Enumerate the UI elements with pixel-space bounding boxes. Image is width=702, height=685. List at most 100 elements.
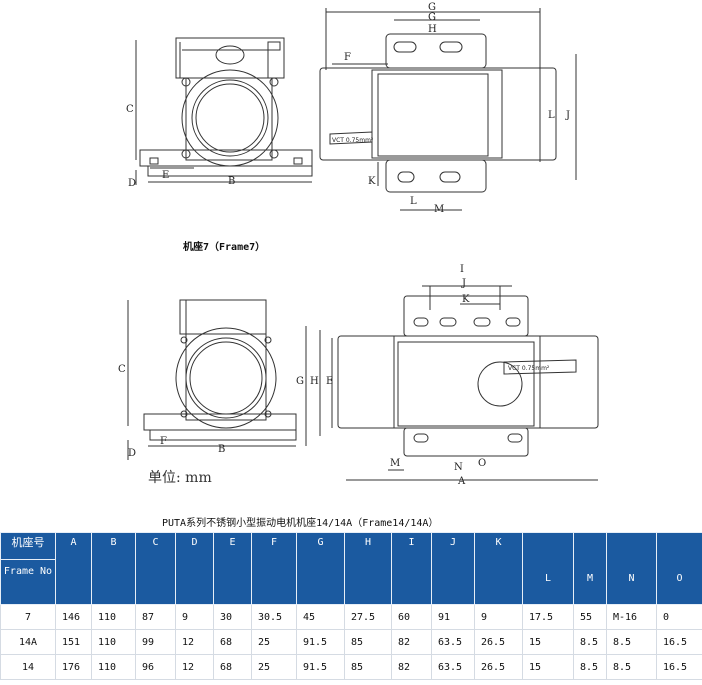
value-cell: 9 [175, 604, 214, 630]
value-cell: 110 [91, 629, 136, 655]
frame7-caption: 机座7（Frame7） [183, 242, 266, 253]
svg-text:C: C [118, 364, 126, 375]
frame7-plan-view [319, 8, 577, 211]
table-header-row: 机座号 Frame No A B C D E F G H I J K L M N… [0, 532, 702, 605]
svg-text:F: F [160, 436, 167, 447]
svg-text:J: J [565, 110, 570, 121]
svg-text:A: A [457, 476, 466, 487]
frame14-caption: PUTA系列不锈钢小型振动电机机座14/14A（Frame14/14A） [162, 518, 439, 529]
svg-text:L: L [548, 110, 555, 121]
header-col: M [573, 532, 607, 605]
value-cell: 55 [573, 604, 607, 630]
header-col: G [296, 532, 345, 605]
value-cell: 110 [91, 654, 136, 680]
svg-text:L: L [410, 196, 417, 207]
svg-text:N: N [454, 462, 463, 473]
value-cell: 9 [474, 604, 523, 630]
svg-text:M: M [434, 204, 444, 215]
value-cell: 85 [344, 654, 392, 680]
value-cell: 87 [135, 604, 176, 630]
value-cell: 8.5 [606, 654, 657, 680]
svg-text:O: O [478, 458, 486, 469]
header-frame-no: 机座号 Frame No [0, 532, 56, 605]
value-cell: 68 [213, 629, 252, 655]
value-cell: 96 [135, 654, 176, 680]
svg-text:M: M [390, 458, 400, 469]
frame-cell: 7 [0, 604, 56, 630]
value-cell: 12 [175, 654, 214, 680]
vct-label-2: VCT 0.75mm² [508, 365, 550, 372]
value-cell: 82 [391, 629, 432, 655]
value-cell: 82 [391, 654, 432, 680]
value-cell: M-16 [606, 604, 657, 630]
value-cell: 146 [55, 604, 92, 630]
svg-text:D: D [128, 178, 136, 189]
value-cell: 27.5 [344, 604, 392, 630]
header-col: C [135, 532, 176, 605]
value-cell: 63.5 [431, 629, 475, 655]
value-cell: 85 [344, 629, 392, 655]
value-cell: 30 [213, 604, 252, 630]
header-col: D [175, 532, 214, 605]
value-cell: 151 [55, 629, 92, 655]
value-cell: 8.5 [573, 654, 607, 680]
unit-label: 单位: mm [148, 470, 212, 486]
value-cell: 16.5 [656, 629, 702, 655]
value-cell: 8.5 [573, 629, 607, 655]
value-cell: 91.5 [296, 629, 345, 655]
header-col: O [656, 532, 702, 605]
frame-cell: 14 [0, 654, 56, 680]
svg-text:D: D [128, 448, 136, 459]
dimension-table: 机座号 Frame No A B C D E F G H I J K L M N… [0, 532, 702, 680]
value-cell: 91.5 [296, 654, 345, 680]
svg-text:B: B [228, 176, 235, 187]
frame14-front-view [127, 299, 297, 460]
value-cell: 8.5 [606, 629, 657, 655]
header-col: N [606, 532, 657, 605]
header-col: J [431, 532, 475, 605]
svg-text:G: G [428, 12, 436, 23]
value-cell: 176 [55, 654, 92, 680]
frame7-front-view [135, 37, 313, 185]
svg-text:G: G [428, 2, 436, 13]
header-col: K [474, 532, 523, 605]
value-cell: 91 [431, 604, 475, 630]
svg-text:E: E [326, 376, 333, 387]
value-cell: 30.5 [251, 604, 297, 630]
value-cell: 45 [296, 604, 345, 630]
header-col: A [55, 532, 92, 605]
header-col: H [344, 532, 392, 605]
header-col: E [213, 532, 252, 605]
value-cell: 68 [213, 654, 252, 680]
svg-text:E: E [162, 170, 169, 181]
header-col: F [251, 532, 297, 605]
value-cell: 110 [91, 604, 136, 630]
header-col: B [91, 532, 136, 605]
value-cell: 12 [175, 629, 214, 655]
value-cell: 15 [522, 654, 574, 680]
svg-text:C: C [126, 104, 134, 115]
vct-label-1: VCT 0.75mm² [332, 137, 374, 144]
value-cell: 25 [251, 654, 297, 680]
header-col: I [391, 532, 432, 605]
value-cell: 0 [656, 604, 702, 630]
value-cell: 16.5 [656, 654, 702, 680]
value-cell: 26.5 [474, 654, 523, 680]
value-cell: 26.5 [474, 629, 523, 655]
value-cell: 99 [135, 629, 176, 655]
svg-text:J: J [461, 278, 466, 289]
svg-text:H: H [428, 24, 437, 35]
svg-text:G: G [296, 376, 304, 387]
svg-text:K: K [462, 294, 470, 305]
frame14-plan-view [305, 285, 599, 481]
svg-text:F: F [344, 52, 351, 63]
svg-text:K: K [368, 176, 376, 187]
value-cell: 63.5 [431, 654, 475, 680]
svg-text:I: I [460, 264, 464, 275]
svg-text:H: H [310, 376, 319, 387]
header-col: L [522, 532, 574, 605]
